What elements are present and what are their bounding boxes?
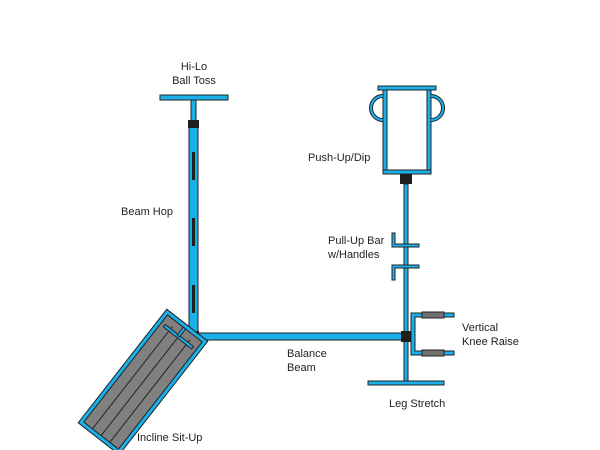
sit-up-pad-seam-3 xyxy=(109,339,191,443)
beam-hop-marker-3 xyxy=(192,285,195,313)
knee-raise-station: Vertical Knee Raise xyxy=(401,311,519,357)
beam-hop-label: Beam Hop xyxy=(121,206,173,218)
push-up-right-handle-outline xyxy=(430,94,445,122)
push-up-left-handle xyxy=(370,95,384,121)
sit-up-foot-bar-arm xyxy=(176,326,187,338)
pull-up-label-line2: w/Handles xyxy=(327,249,380,261)
beam-hop-marker-1 xyxy=(192,152,195,180)
beam-hop-marker-2 xyxy=(192,218,195,246)
push-up-dip-station: Push-Up/Dip xyxy=(308,85,445,184)
knee-raise-label-line1: Vertical xyxy=(462,322,498,334)
knee-raise-arm-lower xyxy=(443,350,455,356)
pull-up-label-line1: Pull-Up Bar xyxy=(328,235,385,247)
push-up-top-bar xyxy=(377,85,437,91)
main-vertical-pole xyxy=(403,183,409,385)
knee-raise-frame xyxy=(410,312,424,356)
pull-up-bar-station: Pull-Up Bar w/Handles xyxy=(327,232,420,281)
push-up-left-handle-outline xyxy=(369,94,384,122)
leg-stretch-bar xyxy=(367,380,445,386)
push-up-left-rail xyxy=(382,89,388,175)
knee-raise-arm-upper xyxy=(443,312,455,318)
leg-stretch-label: Leg Stretch xyxy=(389,398,445,410)
sit-up-pad-seam-2 xyxy=(100,332,182,436)
push-up-bottom-bar xyxy=(382,169,432,175)
hi-lo-label-line2: Ball Toss xyxy=(172,75,216,87)
balance-beam-label-line2: Beam xyxy=(287,362,316,374)
beam-connector-top xyxy=(188,120,199,128)
incline-sit-up-station xyxy=(77,308,209,450)
push-up-right-handle xyxy=(430,95,444,121)
knee-raise-connector xyxy=(401,331,413,342)
balance-beam xyxy=(193,332,407,341)
pull-up-handle-upper xyxy=(391,232,420,248)
beam-hop-station: Beam Hop xyxy=(121,120,199,335)
push-up-label: Push-Up/Dip xyxy=(308,152,370,164)
hi-lo-ball-toss-station: Hi-Lo Ball Toss xyxy=(159,61,229,123)
hi-lo-post xyxy=(190,99,197,123)
balance-beam-label-line1: Balance xyxy=(287,348,327,360)
sit-up-pad-seam-1 xyxy=(92,326,173,430)
push-up-right-rail xyxy=(426,89,432,175)
sit-up-label: Incline Sit-Up xyxy=(137,432,202,444)
knee-raise-pad-lower xyxy=(421,349,445,357)
leg-stretch-station: Leg Stretch xyxy=(367,380,445,410)
knee-raise-label-line2: Knee Raise xyxy=(462,336,519,348)
pull-up-handle-lower xyxy=(391,264,420,281)
hi-lo-label-line1: Hi-Lo xyxy=(181,61,207,73)
knee-raise-pad-upper xyxy=(421,311,445,319)
hi-lo-crossbar xyxy=(159,94,229,101)
balance-beam-station: Balance Beam xyxy=(188,331,407,374)
push-up-connector xyxy=(400,174,412,184)
